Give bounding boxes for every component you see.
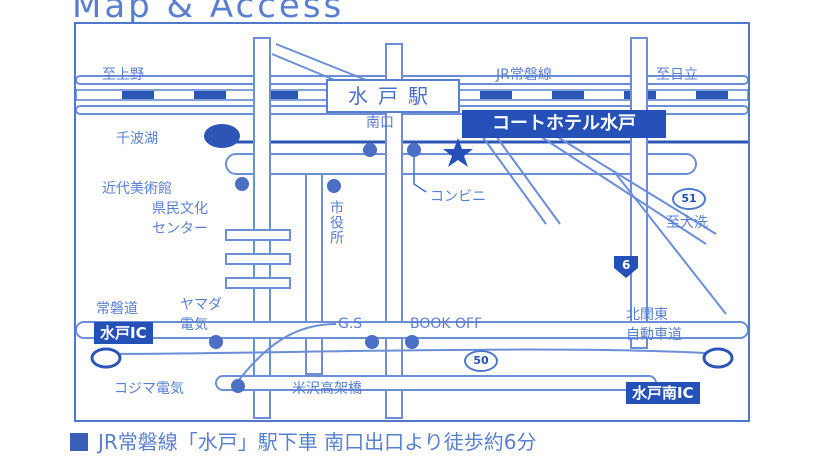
access-directions: JR常磐線「水戸」駅下車 南口出口より徒歩約6分 bbox=[70, 426, 536, 455]
to-oarai-label: 至大洗 bbox=[666, 215, 708, 231]
gas-station-label: G.S bbox=[338, 316, 363, 332]
kitakanto-label-1: 北関東 bbox=[626, 307, 668, 323]
senba-lake bbox=[204, 124, 240, 148]
mito-minami-ic-label: 水戸南IC bbox=[626, 382, 700, 404]
access-directions-text: JR常磐線「水戸」駅下車 南口出口より徒歩約6分 bbox=[98, 430, 537, 454]
route-6-shield-icon bbox=[614, 256, 638, 278]
mito-station-label: 水戸駅 bbox=[326, 79, 460, 113]
city-hall-label: 市役所 bbox=[328, 200, 344, 245]
bookoff-label: BOOK OFF bbox=[410, 316, 483, 332]
hotel-label: コートホテル水戸 bbox=[462, 110, 666, 138]
ic-markers bbox=[90, 347, 734, 369]
route-6-number: 6 bbox=[622, 258, 631, 272]
yonezawa-overpass-label: 米沢高架橋 bbox=[292, 381, 362, 397]
culture-center-label-1: 県民文化 bbox=[152, 201, 208, 217]
page-heading: Map & Access bbox=[72, 0, 345, 26]
convenience-leader bbox=[413, 150, 427, 193]
kojima-label: コジマ電気 bbox=[114, 381, 184, 397]
hotel-star-icon bbox=[443, 138, 473, 167]
to-hitachi-label: 至日立 bbox=[656, 67, 698, 83]
route-50-badge: 50 bbox=[464, 350, 498, 372]
bullet-square-icon bbox=[70, 433, 88, 451]
access-map: 水戸駅 コートホテル水戸 至上野 JR常磐線 至日立 南口 千波湖 近代美術館 … bbox=[74, 22, 750, 422]
to-ueno-label: 至上野 bbox=[102, 67, 144, 83]
museum-label: 近代美術館 bbox=[102, 181, 172, 197]
joban-expressway-label: 常磐道 bbox=[96, 301, 138, 317]
convenience-store-label: コンビニ bbox=[430, 189, 486, 205]
diagonal-roads bbox=[95, 43, 727, 385]
yamada-label-1: ヤマダ bbox=[180, 297, 222, 313]
senbako-label: 千波湖 bbox=[116, 131, 158, 147]
mito-ic-label: 水戸IC bbox=[94, 322, 153, 344]
culture-center-label-2: センター bbox=[152, 221, 208, 237]
facility-dots bbox=[209, 143, 421, 393]
yamada-label-2: 電気 bbox=[180, 317, 208, 333]
kitakanto-label-2: 自動車道 bbox=[626, 327, 682, 343]
south-exit-label: 南口 bbox=[366, 115, 394, 131]
route-51-badge: 51 bbox=[672, 188, 706, 210]
jr-joban-label: JR常磐線 bbox=[496, 67, 552, 83]
